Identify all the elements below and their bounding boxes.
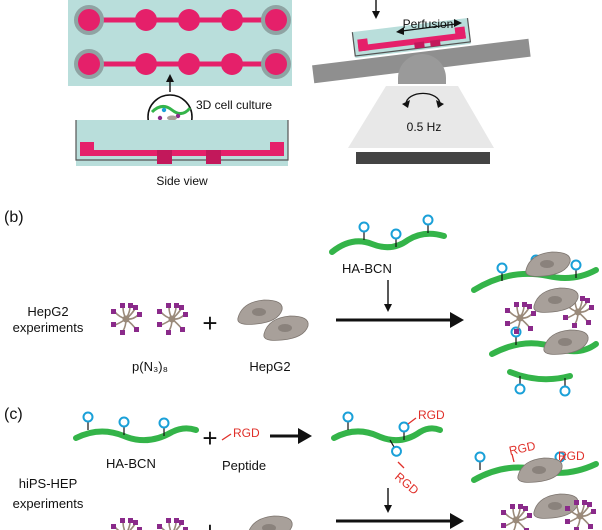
perfusion-label: Perfusion	[403, 17, 454, 31]
rgd-label-1: RGD	[418, 408, 445, 422]
chip-top-view	[68, 0, 292, 86]
panel-c-letter: (c)	[4, 406, 23, 423]
rgd-label-2: RGD	[392, 470, 422, 498]
reaction-arrow-c-1	[270, 428, 312, 444]
culture-label: 3D cell culture	[196, 98, 272, 112]
arrow-down-reaction-c	[384, 488, 392, 513]
crosslinker-star-2	[156, 302, 189, 336]
arrow-up-to-chip	[166, 74, 174, 92]
panel-b-plus: +	[202, 308, 217, 338]
panel-c-row-label-2: experiments	[13, 496, 84, 511]
reaction-arrow-b	[336, 312, 464, 328]
rocker-base	[348, 54, 494, 164]
hyaluronan-bcn-polymer-b	[329, 214, 447, 255]
panel-c-plus-2: +	[202, 516, 217, 530]
reaction-arrow-c-2	[336, 513, 464, 529]
peptide-stroke	[221, 433, 232, 441]
peptide-rgd: RGD	[233, 426, 260, 440]
side-view-label: Side view	[156, 174, 208, 188]
frequency-label: 0.5 Hz	[407, 120, 442, 134]
hips-hep-cell	[247, 515, 293, 530]
polymer-label-c: HA-BCN	[106, 456, 156, 471]
rgd-label-3: RGD	[508, 439, 537, 458]
panel-b-row-label-2: experiments	[13, 320, 84, 335]
panel-c-plus-1: +	[202, 423, 217, 453]
arrow-down-reaction-b	[384, 280, 392, 312]
crosslinker-partial-c	[110, 517, 189, 530]
hydrogel-product-b	[471, 251, 599, 397]
peptide-label: Peptide	[222, 458, 266, 473]
rgd-label-4: RGD	[558, 449, 585, 463]
hyaluronan-bcn-polymer-c	[73, 411, 199, 444]
panel-b-letter: (b)	[4, 209, 24, 226]
cell-label: HepG2	[249, 359, 290, 374]
crosslinker-star-1	[110, 302, 143, 336]
panel-b-row-label-1: HepG2	[27, 304, 68, 319]
panel-c-row-label-1: hiPS-HEP	[19, 476, 78, 491]
polymer-label-b: HA-BCN	[342, 261, 392, 276]
chip-side-view	[75, 120, 289, 166]
rgd-functionalised-polymer	[331, 411, 443, 469]
hydrogel-product-c	[471, 451, 599, 530]
crosslinker-label: p(N₃)₈	[132, 359, 168, 374]
